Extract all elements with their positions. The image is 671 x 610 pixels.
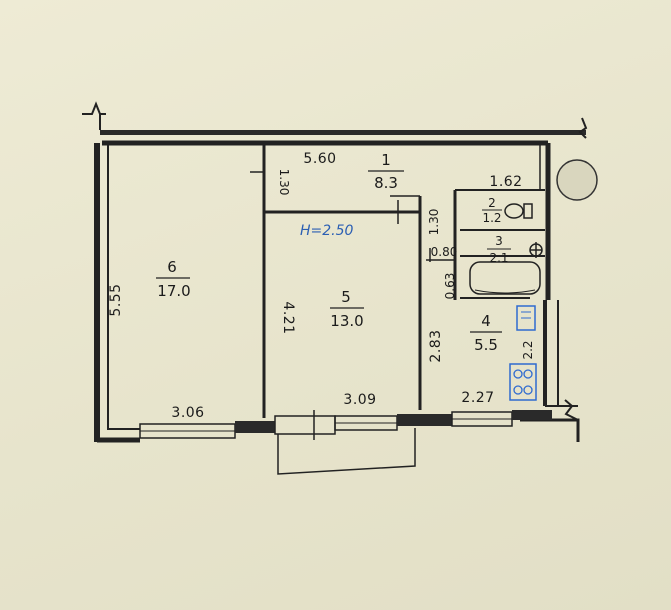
room-3-area: 2.1 — [489, 251, 508, 265]
dim-kitchen-depth: 2.83 — [428, 329, 444, 362]
toilet-icon — [504, 203, 533, 219]
bathtub-icon — [469, 261, 541, 295]
dim-bath-side-a: 0.80 — [431, 245, 458, 259]
room-4-area: 5.5 — [474, 336, 498, 354]
dim-bath-side-b: 0.63 — [443, 273, 457, 300]
top-right-break-mark — [578, 117, 588, 139]
dimension-labels: 5.60 1.30 1.62 1.30 0.80 0.63 5.55 4.21 … — [108, 151, 535, 421]
balcony-outline — [277, 428, 416, 475]
bottom-facade — [139, 410, 552, 475]
stove-icon — [509, 363, 537, 401]
room-4-number: 4 — [481, 312, 491, 330]
room-labels: 6 17.0 5 13.0 1 8.3 2 1.2 3 2.1 4 5.5 — [156, 151, 511, 354]
dim-room5-width: 3.09 — [343, 392, 376, 408]
dim-kitchen-width: 2.27 — [461, 390, 494, 406]
chimney-vent-icon — [556, 159, 598, 201]
sink-icon — [529, 242, 543, 258]
bottom-right-break-mark — [564, 399, 579, 421]
top-wall — [100, 130, 586, 135]
dim-wc-bath-width: 1.62 — [489, 174, 522, 190]
pier-2 — [397, 414, 452, 426]
dim-wc-depth: 1.30 — [427, 209, 441, 236]
room-6-number: 6 — [167, 258, 177, 276]
dim-room6-width: 3.06 — [171, 405, 204, 421]
kitchen-sink-icon — [516, 305, 536, 331]
dim-hall-length: 5.60 — [303, 151, 336, 167]
room-1-number: 1 — [381, 151, 391, 169]
dim-room5-depth: 4.21 — [280, 301, 296, 334]
ceiling-height-note: H=2.50 — [300, 223, 354, 239]
room-5-number: 5 — [341, 288, 351, 306]
room-5-area: 13.0 — [330, 312, 363, 330]
balcony-door — [274, 415, 336, 435]
top-left-break-mark — [82, 101, 106, 115]
room-6-area: 17.0 — [157, 282, 190, 300]
dim-hall-width: 1.30 — [277, 169, 291, 196]
dim-kitchen-side: 2.2 — [521, 340, 535, 359]
room-3-number: 3 — [495, 234, 503, 248]
partitions — [250, 145, 545, 418]
dim-room6-depth: 5.55 — [108, 283, 124, 316]
room-1-area: 8.3 — [374, 174, 398, 192]
pier-1 — [235, 421, 275, 433]
room-2-number: 2 — [488, 196, 496, 210]
fixtures — [469, 159, 598, 401]
room-2-area: 1.2 — [482, 211, 501, 225]
